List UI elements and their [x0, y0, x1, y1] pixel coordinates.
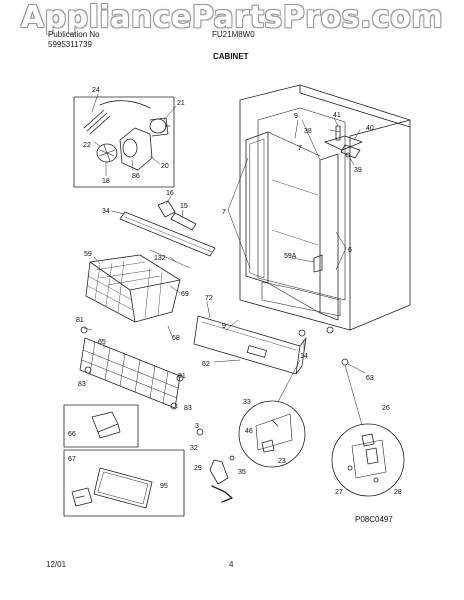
part-label: 32: [190, 445, 198, 452]
fan-motor-inset: [73, 96, 175, 188]
part-label: 68: [172, 335, 180, 342]
part-label: 26: [382, 405, 390, 412]
part-label: 20: [161, 163, 169, 170]
model-number: FU21M8W0: [212, 30, 255, 39]
detail-circle-26: [331, 423, 405, 497]
part-label: 21: [177, 100, 185, 107]
part-label: 14: [300, 353, 308, 360]
section-title: CABINET: [213, 52, 249, 61]
part-label: 66: [68, 431, 76, 438]
part-label: 40: [366, 125, 374, 132]
inset-67: [63, 449, 185, 517]
part-label: 29: [194, 465, 202, 472]
part-label: 7: [222, 209, 226, 216]
evaporator-cover: [119, 200, 216, 269]
part-label: 59A: [284, 253, 297, 260]
footer-date: 12/01: [46, 560, 67, 569]
part-label: 27: [335, 489, 343, 496]
part-label: 35: [238, 469, 246, 476]
part-label: 81: [76, 317, 84, 324]
part-label: 18: [102, 178, 110, 185]
part-label: 15: [180, 203, 188, 210]
part-label: 69: [181, 291, 189, 298]
part-label: 63: [366, 375, 374, 382]
part-label: 6: [348, 247, 352, 254]
freezer-basket: [85, 254, 181, 323]
publication-number: 5995311739: [48, 40, 92, 49]
part-label: 22: [83, 142, 91, 149]
part-label: 9: [222, 323, 226, 330]
part-label: 83: [78, 381, 86, 388]
top-hinge: [324, 125, 363, 159]
cabinet-body: [239, 84, 411, 331]
part-label: 81: [178, 373, 186, 380]
part-label: 7: [298, 145, 302, 152]
inset-66: [63, 404, 139, 448]
footer-page: 4: [229, 560, 234, 569]
watermark-logo: AppliancePartsPros.com: [20, 0, 444, 35]
part-label: 72: [205, 295, 213, 302]
lower-grille: [79, 326, 184, 410]
kickplate: [193, 315, 307, 375]
part-label: 33: [243, 399, 251, 406]
part-label: 59: [84, 251, 92, 258]
part-label: 132: [154, 255, 166, 262]
part-label: 23: [278, 458, 286, 465]
part-labels: 24 21 22 20 18 86 16 15 34 132 59 69 81 …: [68, 87, 402, 496]
part-label: 83: [184, 405, 192, 412]
part-label: 9: [294, 113, 298, 120]
part-label: 24: [92, 87, 100, 94]
part-label: 86: [132, 173, 140, 180]
publication-label: Publication No: [48, 30, 100, 39]
part-label: 95: [160, 483, 168, 490]
part-label: 67: [68, 456, 76, 463]
part-label: 39: [354, 167, 362, 174]
detail-circle-33: [238, 400, 306, 468]
part-label: 38: [304, 128, 312, 135]
part-label: 3: [195, 423, 199, 430]
hardware: [196, 326, 349, 503]
drawing-code: P08C0497: [355, 515, 393, 524]
part-label: 62: [202, 361, 210, 368]
part-label: 34: [102, 208, 110, 215]
part-label: 46: [245, 428, 253, 435]
part-label: 16: [166, 190, 174, 197]
part-label: 28: [394, 489, 402, 496]
leader-lines: [83, 93, 366, 374]
part-label: 65: [98, 339, 106, 346]
part-label: 41: [333, 112, 341, 119]
